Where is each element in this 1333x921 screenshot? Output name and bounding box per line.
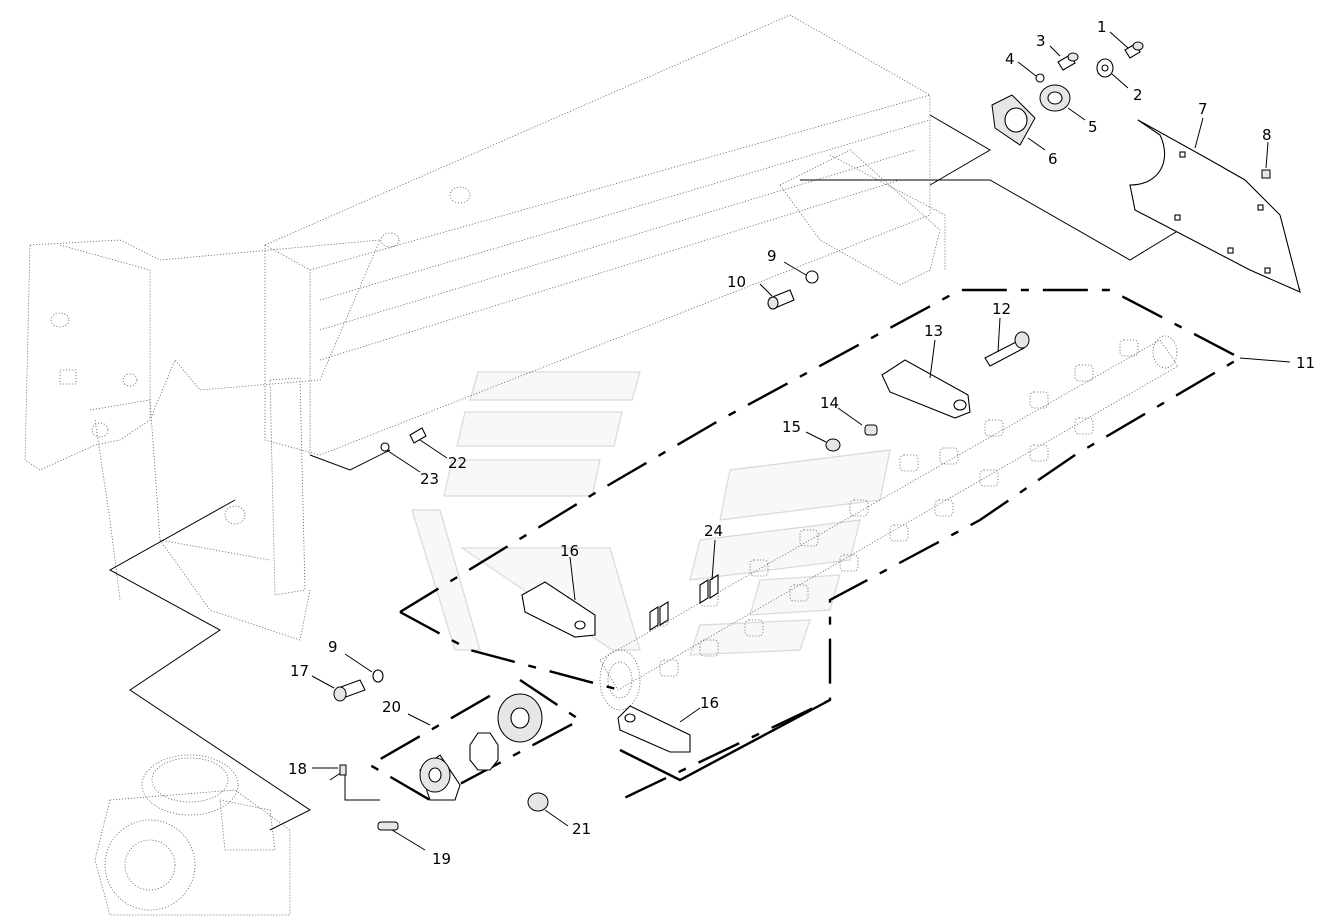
- gearbox: [94, 754, 291, 916]
- callout-9b: 9: [328, 638, 338, 656]
- callout-12: 12: [992, 300, 1011, 318]
- washer-part-23: [380, 442, 390, 452]
- callout-13: 13: [924, 322, 943, 340]
- nut-part-15: [825, 438, 841, 452]
- callout-19: 19: [432, 850, 451, 868]
- callout-9: 9: [767, 247, 777, 265]
- bolt-part-22: [409, 427, 427, 444]
- cover-plate-part-7: [1129, 119, 1301, 293]
- callout-7: 7: [1198, 100, 1208, 118]
- callout-11: 11: [1296, 354, 1315, 372]
- callout-6: 6: [1048, 150, 1058, 168]
- washer-part-9b: [372, 669, 384, 683]
- callout-2: 2: [1133, 86, 1143, 104]
- leader-lines: [311, 31, 1291, 851]
- callout-14: 14: [820, 394, 839, 412]
- callout-22: 22: [448, 454, 467, 472]
- bolt-part-17: [333, 679, 366, 702]
- callout-3: 3: [1036, 32, 1046, 50]
- scraper-part-13: [881, 359, 971, 419]
- bushing-part-21: [527, 792, 549, 812]
- callout-labels: 1 2 3 4 5 6 7 8 9 10 11 12 13 14 15 16 1…: [288, 18, 1315, 868]
- callout-5: 5: [1088, 118, 1098, 136]
- callout-21: 21: [572, 820, 591, 838]
- callout-15: 15: [782, 418, 801, 436]
- group-outline: [108, 114, 1301, 831]
- auger-shaft: [599, 335, 1179, 711]
- washer-part-2: [1096, 58, 1114, 78]
- bolt-part-10: [767, 289, 795, 310]
- washer-part-4: [1035, 73, 1045, 83]
- callout-10: 10: [727, 273, 746, 291]
- scraper-part-16b: [617, 705, 691, 753]
- screw-part-18: [339, 764, 347, 776]
- callout-17: 17: [290, 662, 309, 680]
- bolt-part-1: [1124, 41, 1144, 59]
- key-part-19: [377, 821, 399, 831]
- callout-16a: 16: [560, 542, 579, 560]
- callout-20: 20: [382, 698, 401, 716]
- clip-part-24: [649, 574, 719, 631]
- bolt-part-3: [1057, 52, 1079, 71]
- sleeve-part-14: [864, 424, 878, 436]
- machine-frame: [24, 14, 946, 641]
- coupling-part-20: [497, 693, 543, 743]
- callout-24: 24: [704, 522, 723, 540]
- callout-4: 4: [1005, 50, 1015, 68]
- spider-element: [469, 732, 499, 771]
- callout-23: 23: [420, 470, 439, 488]
- flange-part-6: [991, 94, 1036, 146]
- callout-18: 18: [288, 760, 307, 778]
- callout-1: 1: [1097, 18, 1107, 36]
- hub-element: [419, 754, 461, 801]
- phantom-lines: [367, 288, 1243, 802]
- scraper-part-16a: [521, 581, 596, 638]
- callout-16b: 16: [700, 694, 719, 712]
- callout-8: 8: [1262, 126, 1272, 144]
- nut-part-8: [1261, 169, 1271, 179]
- bearing-part-5: [1039, 84, 1071, 112]
- pin-part-12: [984, 331, 1030, 367]
- washer-part-9: [805, 270, 819, 284]
